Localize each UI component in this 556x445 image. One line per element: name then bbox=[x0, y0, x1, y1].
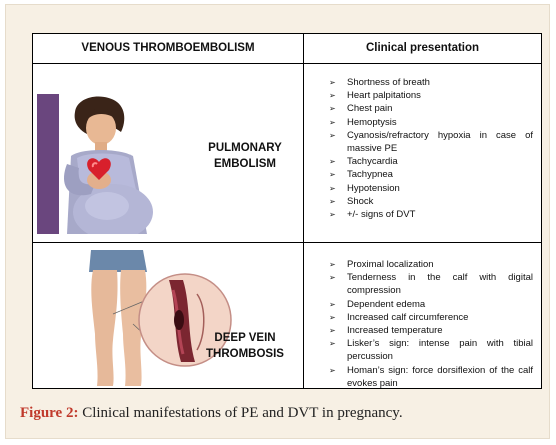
list-item: ➢Cyanosis/refractory hypoxia in case of … bbox=[329, 129, 533, 155]
arrow-bullet-icon: ➢ bbox=[329, 210, 336, 220]
list-item: ➢Hypotension bbox=[329, 182, 400, 194]
list-item: ➢Shock bbox=[329, 195, 374, 207]
dvt-symptom-list: ➢Proximal localization ➢Tenderness in th… bbox=[325, 258, 533, 390]
row-divider bbox=[33, 242, 541, 243]
arrow-bullet-icon: ➢ bbox=[329, 365, 336, 375]
arrow-bullet-icon: ➢ bbox=[329, 299, 336, 309]
list-item: ➢Chest pain bbox=[329, 103, 393, 115]
dvt-label-line-2: THROMBOSIS bbox=[206, 348, 284, 360]
caption-text: Clinical manifestations of PE and DVT in… bbox=[78, 405, 403, 421]
arrow-bullet-icon: ➢ bbox=[329, 326, 336, 336]
arrow-bullet-icon: ➢ bbox=[329, 312, 336, 322]
column-divider bbox=[303, 34, 304, 388]
deep-vein-thrombosis-label: DEEP VEIN THROMBOSIS bbox=[195, 330, 295, 362]
list-item: ➢Increased temperature bbox=[329, 325, 443, 337]
arrow-bullet-icon: ➢ bbox=[329, 130, 336, 140]
pe-label-line-2: EMBOLISM bbox=[214, 158, 276, 170]
list-item: ➢+/- signs of DVT bbox=[329, 209, 416, 221]
pregnant-woman-chest-pain-illustration bbox=[37, 94, 187, 234]
arrow-bullet-icon: ➢ bbox=[329, 157, 336, 167]
clinical-presentation-table: VENOUS THROMBOEMBOLISM Clinical presenta… bbox=[32, 33, 542, 389]
figure-number: Figure 2: bbox=[20, 405, 79, 421]
list-item: ➢Heart palpitations bbox=[329, 90, 421, 102]
pe-symptom-list: ➢Shortness of breath ➢Heart palpitations… bbox=[325, 76, 533, 221]
figure-caption: Figure 2: Clinical manifestations of PE … bbox=[20, 405, 550, 422]
arrow-bullet-icon: ➢ bbox=[329, 183, 336, 193]
list-item: ➢Lisker’s sign: intense pain with tibial… bbox=[329, 338, 533, 363]
list-item: ➢Homan’s sign: force dorsiflexion of the… bbox=[329, 364, 533, 389]
list-item: ➢Tachycardia bbox=[329, 156, 398, 168]
list-item: ➢Dependent edema bbox=[329, 298, 426, 310]
arrow-bullet-icon: ➢ bbox=[329, 117, 336, 127]
arrow-bullet-icon: ➢ bbox=[329, 170, 336, 180]
header-presentation: Clinical presentation bbox=[365, 42, 480, 54]
figure-frame: VENOUS THROMBOEMBOLISM Clinical presenta… bbox=[5, 4, 550, 439]
leg-vein-clot-illustration bbox=[73, 250, 233, 386]
list-item: ➢Increased calf circumference bbox=[329, 311, 469, 323]
arrow-bullet-icon: ➢ bbox=[329, 104, 336, 114]
list-item: ➢Tenderness in the calf with digital com… bbox=[329, 272, 533, 297]
header-divider bbox=[33, 63, 541, 64]
pulmonary-embolism-label: PULMONARY EMBOLISM bbox=[195, 140, 295, 172]
arrow-bullet-icon: ➢ bbox=[329, 260, 336, 269]
pe-label-line-1: PULMONARY bbox=[208, 142, 282, 154]
header-condition: VENOUS THROMBOEMBOLISM bbox=[81, 42, 255, 54]
list-item: ➢Tachypnea bbox=[329, 169, 393, 181]
arrow-bullet-icon: ➢ bbox=[329, 273, 336, 283]
arrow-bullet-icon: ➢ bbox=[329, 339, 336, 349]
list-item: ➢Hemoptysis bbox=[329, 116, 397, 128]
arrow-bullet-icon: ➢ bbox=[329, 78, 336, 87]
arrow-bullet-icon: ➢ bbox=[329, 196, 336, 206]
list-item: ➢Shortness of breath bbox=[329, 77, 430, 88]
dvt-label-line-1: DEEP VEIN bbox=[214, 332, 276, 344]
list-item: ➢Proximal localization bbox=[329, 259, 434, 270]
arrow-bullet-icon: ➢ bbox=[329, 91, 336, 101]
